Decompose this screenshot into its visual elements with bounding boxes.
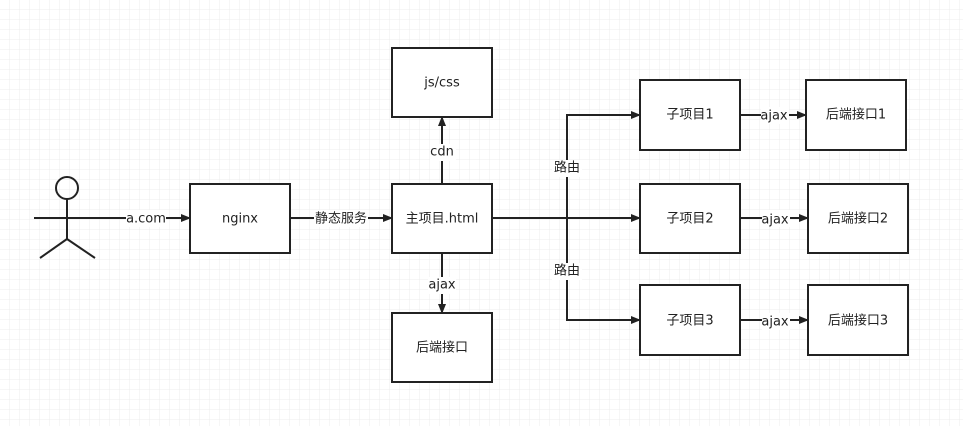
node-sub2: 子项目2 [639, 183, 741, 254]
edge-label-ajax-1: ajax [760, 109, 788, 124]
edge-label-route-upper: 路由 [554, 160, 580, 176]
edge-label-cdn: cdn [430, 145, 454, 160]
edge-label-ajax-3: ajax [761, 315, 789, 330]
node-label: 子项目3 [666, 314, 713, 329]
node-nginx: nginx [189, 183, 291, 254]
node-label: 子项目1 [666, 108, 713, 123]
node-backend2: 后端接口2 [807, 183, 909, 254]
edge-label-ajax-2: ajax [761, 213, 789, 228]
node-main: 主项目.html [391, 183, 493, 254]
node-label: 后端接口1 [826, 107, 886, 123]
edge-label-a-com: a.com [126, 212, 166, 227]
node-sub1: 子项目1 [639, 79, 741, 151]
edge-label-ajax-main: ajax [428, 278, 456, 293]
node-sub3: 子项目3 [639, 284, 741, 356]
node-backend3: 后端接口3 [807, 284, 909, 356]
node-label: 后端接口3 [828, 313, 888, 329]
node-assets: js/css [391, 47, 493, 118]
node-label: 子项目2 [666, 212, 713, 227]
edge-label-route-lower: 路由 [554, 263, 580, 279]
edge-route-sub3 [566, 218, 641, 324]
edge-label-static-service: 静态服务 [315, 211, 367, 227]
node-backend1: 后端接口1 [805, 79, 907, 151]
user-actor-icon [34, 176, 100, 259]
node-label: 后端接口 [416, 340, 468, 356]
node-label: 后端接口2 [828, 211, 888, 227]
node-label: nginx [222, 212, 258, 227]
edge-route-sub1 [566, 111, 641, 218]
node-label: 主项目.html [406, 212, 479, 227]
node-label: js/css [423, 76, 460, 91]
node-backend: 后端接口 [391, 312, 493, 383]
